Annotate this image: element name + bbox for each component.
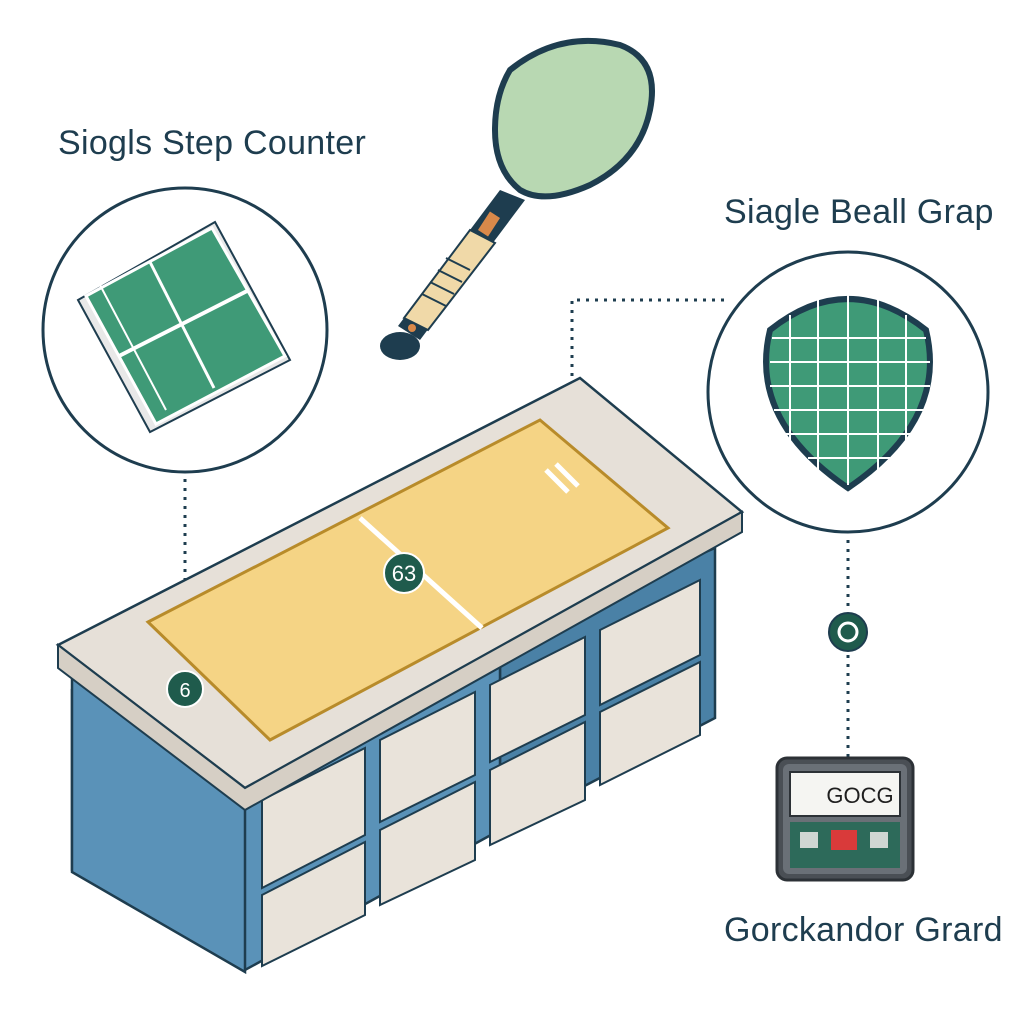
- device-label: Gorckandor Grard: [724, 911, 1003, 949]
- court-board-icon: [76, 220, 292, 434]
- marker-left: 6: [166, 670, 204, 708]
- court-mat-mark: [544, 468, 570, 494]
- cubby: [489, 635, 586, 764]
- step-counter-device: GOCG: [775, 756, 915, 882]
- connector-line-top: [570, 298, 728, 430]
- device-button-left: [800, 832, 818, 848]
- device-button-center: [831, 830, 857, 850]
- cubby-grid: [261, 578, 701, 968]
- pickleball-paddle-icon: [380, 37, 655, 360]
- cubby: [261, 746, 366, 890]
- paddle-face-callout: [706, 250, 990, 534]
- court-board-callout: [41, 186, 329, 474]
- cubby: [599, 660, 701, 787]
- marker-ring: [828, 612, 868, 652]
- cubby: [379, 690, 476, 824]
- counter-top-edge: [57, 510, 743, 812]
- marker-left-label: 6: [179, 680, 190, 702]
- device-button-right: [870, 832, 888, 848]
- paddle-grid-icon: [763, 295, 933, 492]
- ball-grap-label: Siagle Beall Grap: [724, 193, 994, 231]
- marker-center-label: 63: [392, 561, 416, 586]
- device-display-text: GOCG: [826, 783, 893, 808]
- cubby: [489, 720, 586, 847]
- cubby: [261, 840, 366, 968]
- connector-lines: [183, 298, 850, 760]
- device-display: [789, 771, 901, 817]
- marker-center: 63: [383, 552, 425, 594]
- cubby: [599, 578, 701, 707]
- step-counter-label: Siogls Step Counter: [58, 124, 367, 162]
- cubby: [379, 780, 476, 907]
- court-mat-mark: [554, 462, 580, 488]
